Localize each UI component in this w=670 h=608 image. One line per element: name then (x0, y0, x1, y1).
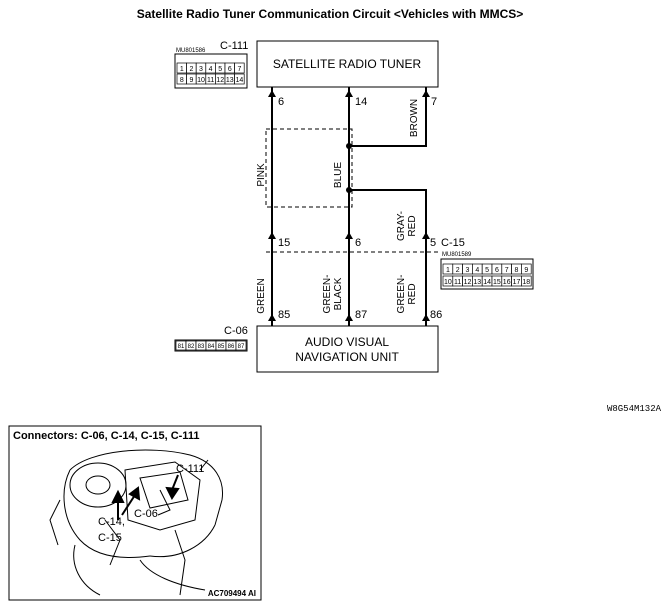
c06-pin-83: 83 (198, 344, 205, 350)
c15-pin-5: 5 (485, 267, 489, 274)
audio-visual-navigation-unit: AUDIO VISUAL NAVIGATION UNIT C-06 (224, 325, 439, 373)
c15-part-code: MU801589 (442, 252, 472, 258)
c111-pin-5: 5 (218, 66, 222, 73)
pin-j-6: 6 (355, 237, 361, 249)
c111-pin-7: 7 (237, 66, 241, 73)
callout-c06: C-06 (134, 508, 158, 520)
c111-pin-4: 4 (209, 66, 213, 73)
label-brown: BROWN (409, 99, 420, 137)
c15-pin-6: 6 (495, 267, 499, 274)
pin-j-15: 15 (278, 237, 290, 249)
c15-cell (521, 275, 532, 287)
c15-pin-14: 14 (483, 279, 491, 286)
c15-pin-16: 16 (503, 279, 511, 286)
label-pink: PINK (256, 163, 267, 187)
label-green-red-2: RED (407, 283, 418, 304)
pin-j-5: 5 (430, 237, 436, 249)
tuner-connector-id: C-111 (220, 40, 248, 52)
c111-cell (234, 62, 245, 74)
c15-pin-17: 17 (513, 279, 521, 286)
c15-pin-11: 11 (454, 279, 461, 286)
wire-gray-red (349, 189, 427, 252)
c15-pin-8: 8 (515, 267, 519, 274)
pin-avn-87: 87 (355, 309, 367, 321)
inset-title: Connectors: C-06, C-14, C-15, C-111 (13, 430, 199, 442)
c15-pin-13: 13 (473, 279, 481, 286)
c15-pin-2: 2 (456, 267, 460, 274)
c111-pin-2: 2 (189, 66, 193, 73)
pin-tuner-6: 6 (278, 96, 284, 108)
c111-cell (234, 73, 245, 85)
callout-c15: C-15 (98, 532, 122, 544)
pin-tuner-14: 14 (355, 96, 367, 108)
c15-pin-1: 1 (446, 267, 450, 274)
c15-pin-15: 15 (493, 279, 501, 286)
callout-c111: C-111 (176, 463, 204, 475)
tuner-label: SATELLITE RADIO TUNER (273, 57, 422, 71)
terminal-arrows (268, 90, 430, 321)
c06-pin-85: 85 (218, 344, 225, 350)
c15-connector-id: C-15 (441, 237, 465, 249)
label-gray-red-1: GRAY- (396, 211, 407, 241)
label-green-red-1: GREEN- (396, 275, 407, 314)
c111-pin-1: 1 (180, 66, 184, 73)
dashed-shield-region (265, 128, 353, 208)
c111-pin-6: 6 (228, 66, 232, 73)
satellite-radio-tuner: SATELLITE RADIO TUNER C-111 (220, 40, 439, 88)
avn-connector-id: C-06 (224, 325, 248, 337)
splice-gray-red (346, 187, 352, 193)
c111-part-code: MU801586 (176, 48, 206, 54)
c06-pin-86: 86 (228, 344, 235, 350)
c111-pin-9: 9 (189, 77, 193, 84)
pin-avn-86: 86 (430, 309, 442, 321)
label-green: GREEN (256, 278, 267, 314)
label-green-black-1: GREEN- (322, 275, 333, 314)
c111-pin-10: 10 (197, 77, 205, 84)
c111-pin-12: 12 (216, 77, 224, 84)
c111-pin-13: 13 (226, 77, 234, 84)
wire-brown (349, 87, 427, 147)
c06-pin-87: 87 (238, 344, 245, 350)
label-blue: BLUE (333, 162, 344, 188)
c111-pin-11: 11 (207, 77, 214, 84)
avn-label-line1: AUDIO VISUAL (305, 335, 389, 349)
c111-pin-3: 3 (199, 66, 203, 73)
figure-code: W8G54M132A (607, 404, 662, 414)
c06-cell (235, 340, 247, 351)
avn-label-line2: NAVIGATION UNIT (295, 350, 399, 364)
dashboard-illustration (49, 449, 224, 596)
c15-pin-7: 7 (505, 267, 509, 274)
c111-pin-14: 14 (236, 77, 244, 84)
callout-c14: C-14, (98, 516, 125, 528)
c15-pin-18: 18 (522, 279, 530, 286)
inset-code: AC709494 AI (208, 589, 256, 598)
diagram-title: Satellite Radio Tuner Communication Circ… (137, 7, 524, 21)
c15-pin-12: 12 (464, 279, 472, 286)
c15-pin-3: 3 (466, 267, 470, 274)
c06-pin-82: 82 (188, 344, 195, 350)
label-gray-red-2: RED (407, 215, 418, 236)
connector-location-inset: Connectors: C-06, C-14, C-15, C-111 (8, 425, 262, 601)
c15-pin-4: 4 (475, 267, 479, 274)
callout-arrows (111, 474, 180, 520)
c15-cell (521, 263, 532, 275)
c15-pin-9: 9 (524, 267, 528, 274)
c06-pin-81: 81 (178, 344, 185, 350)
splice-brown (346, 143, 352, 149)
c111-pin-8: 8 (180, 77, 184, 84)
c15-pin-10: 10 (444, 279, 452, 286)
label-green-black-2: BLACK (333, 277, 344, 310)
c06-pin-84: 84 (208, 344, 215, 350)
pin-avn-85: 85 (278, 309, 290, 321)
pin-tuner-7: 7 (431, 96, 437, 108)
